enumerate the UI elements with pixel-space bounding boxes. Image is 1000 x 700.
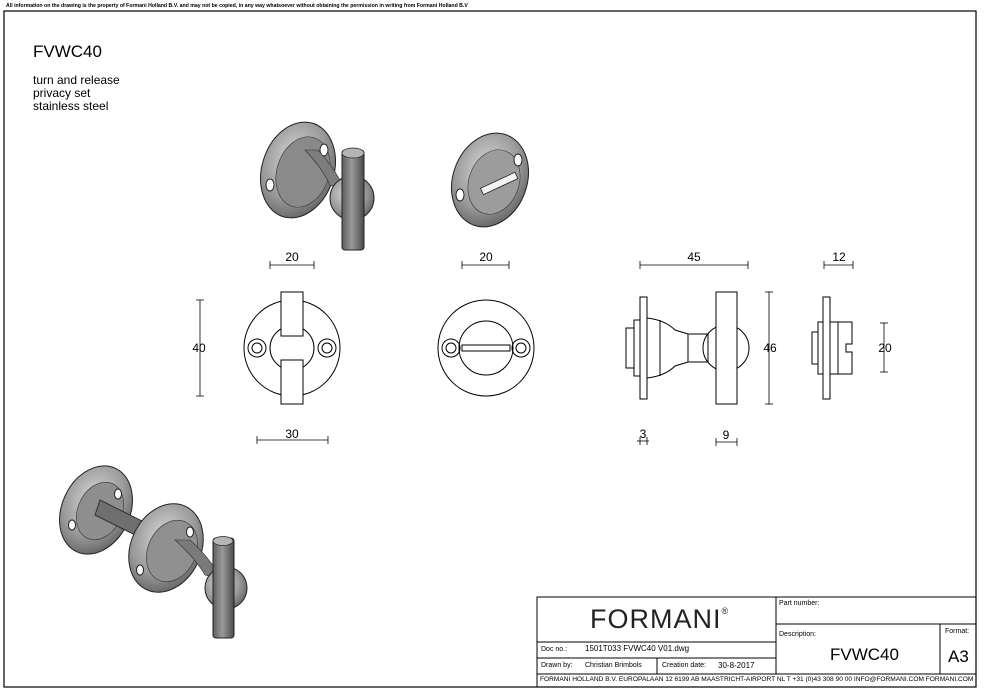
dim-front-width: 20 (285, 250, 299, 264)
product-line-1: turn and release (33, 73, 120, 87)
iso-view-assembly (59, 465, 248, 639)
part-number-label: Part number: (779, 600, 820, 607)
dim-back-width: 20 (479, 250, 493, 264)
dim-front-height: 40 (192, 341, 206, 355)
drawn-by-label: Drawn by: (541, 662, 573, 669)
format-value: A3 (948, 647, 969, 666)
iso-view-front-set (260, 121, 375, 251)
dim-rose-diameter: 30 (285, 427, 299, 441)
dim-side-length: 45 (687, 250, 701, 264)
product-code: FVWC40 (33, 42, 102, 61)
front-view (243, 291, 341, 405)
side-view (625, 291, 750, 405)
title-block (536, 596, 977, 688)
sheet-border (3, 10, 977, 688)
dim-side-height: 46 (763, 341, 777, 355)
copyright-notice: All information on the drawing is the pr… (6, 3, 468, 9)
formani-logo: FORMANI® (590, 604, 730, 634)
doc-no-label: Doc no.: (541, 646, 568, 653)
product-line-3: stainless steel (33, 99, 109, 113)
doc-no-value: 1501T033 FVWC40 V01.dwg (585, 644, 690, 653)
description-value: FVWC40 (830, 645, 899, 664)
dim-rose-thickness: 3 (639, 427, 647, 441)
dimension-lines (196, 261, 888, 446)
dim-edge-height: 20 (878, 341, 892, 355)
description-label: Description: (779, 631, 816, 638)
iso-view-back-rose (451, 132, 529, 228)
edge-view (811, 296, 853, 400)
creation-date-label: Creation date: (662, 662, 706, 669)
dim-handle-thickness: 9 (722, 428, 730, 442)
company-footer: FORMANI HOLLAND B.V. EUROPALAAN 12 6199 … (540, 676, 974, 683)
format-label: Format: (945, 628, 970, 635)
back-view (437, 299, 535, 397)
creation-date-value: 30-8-2017 (718, 661, 755, 670)
drawn-by-value: Christian Brimbols (585, 662, 642, 669)
dim-edge-width: 12 (832, 250, 846, 264)
product-line-2: privacy set (33, 86, 91, 100)
